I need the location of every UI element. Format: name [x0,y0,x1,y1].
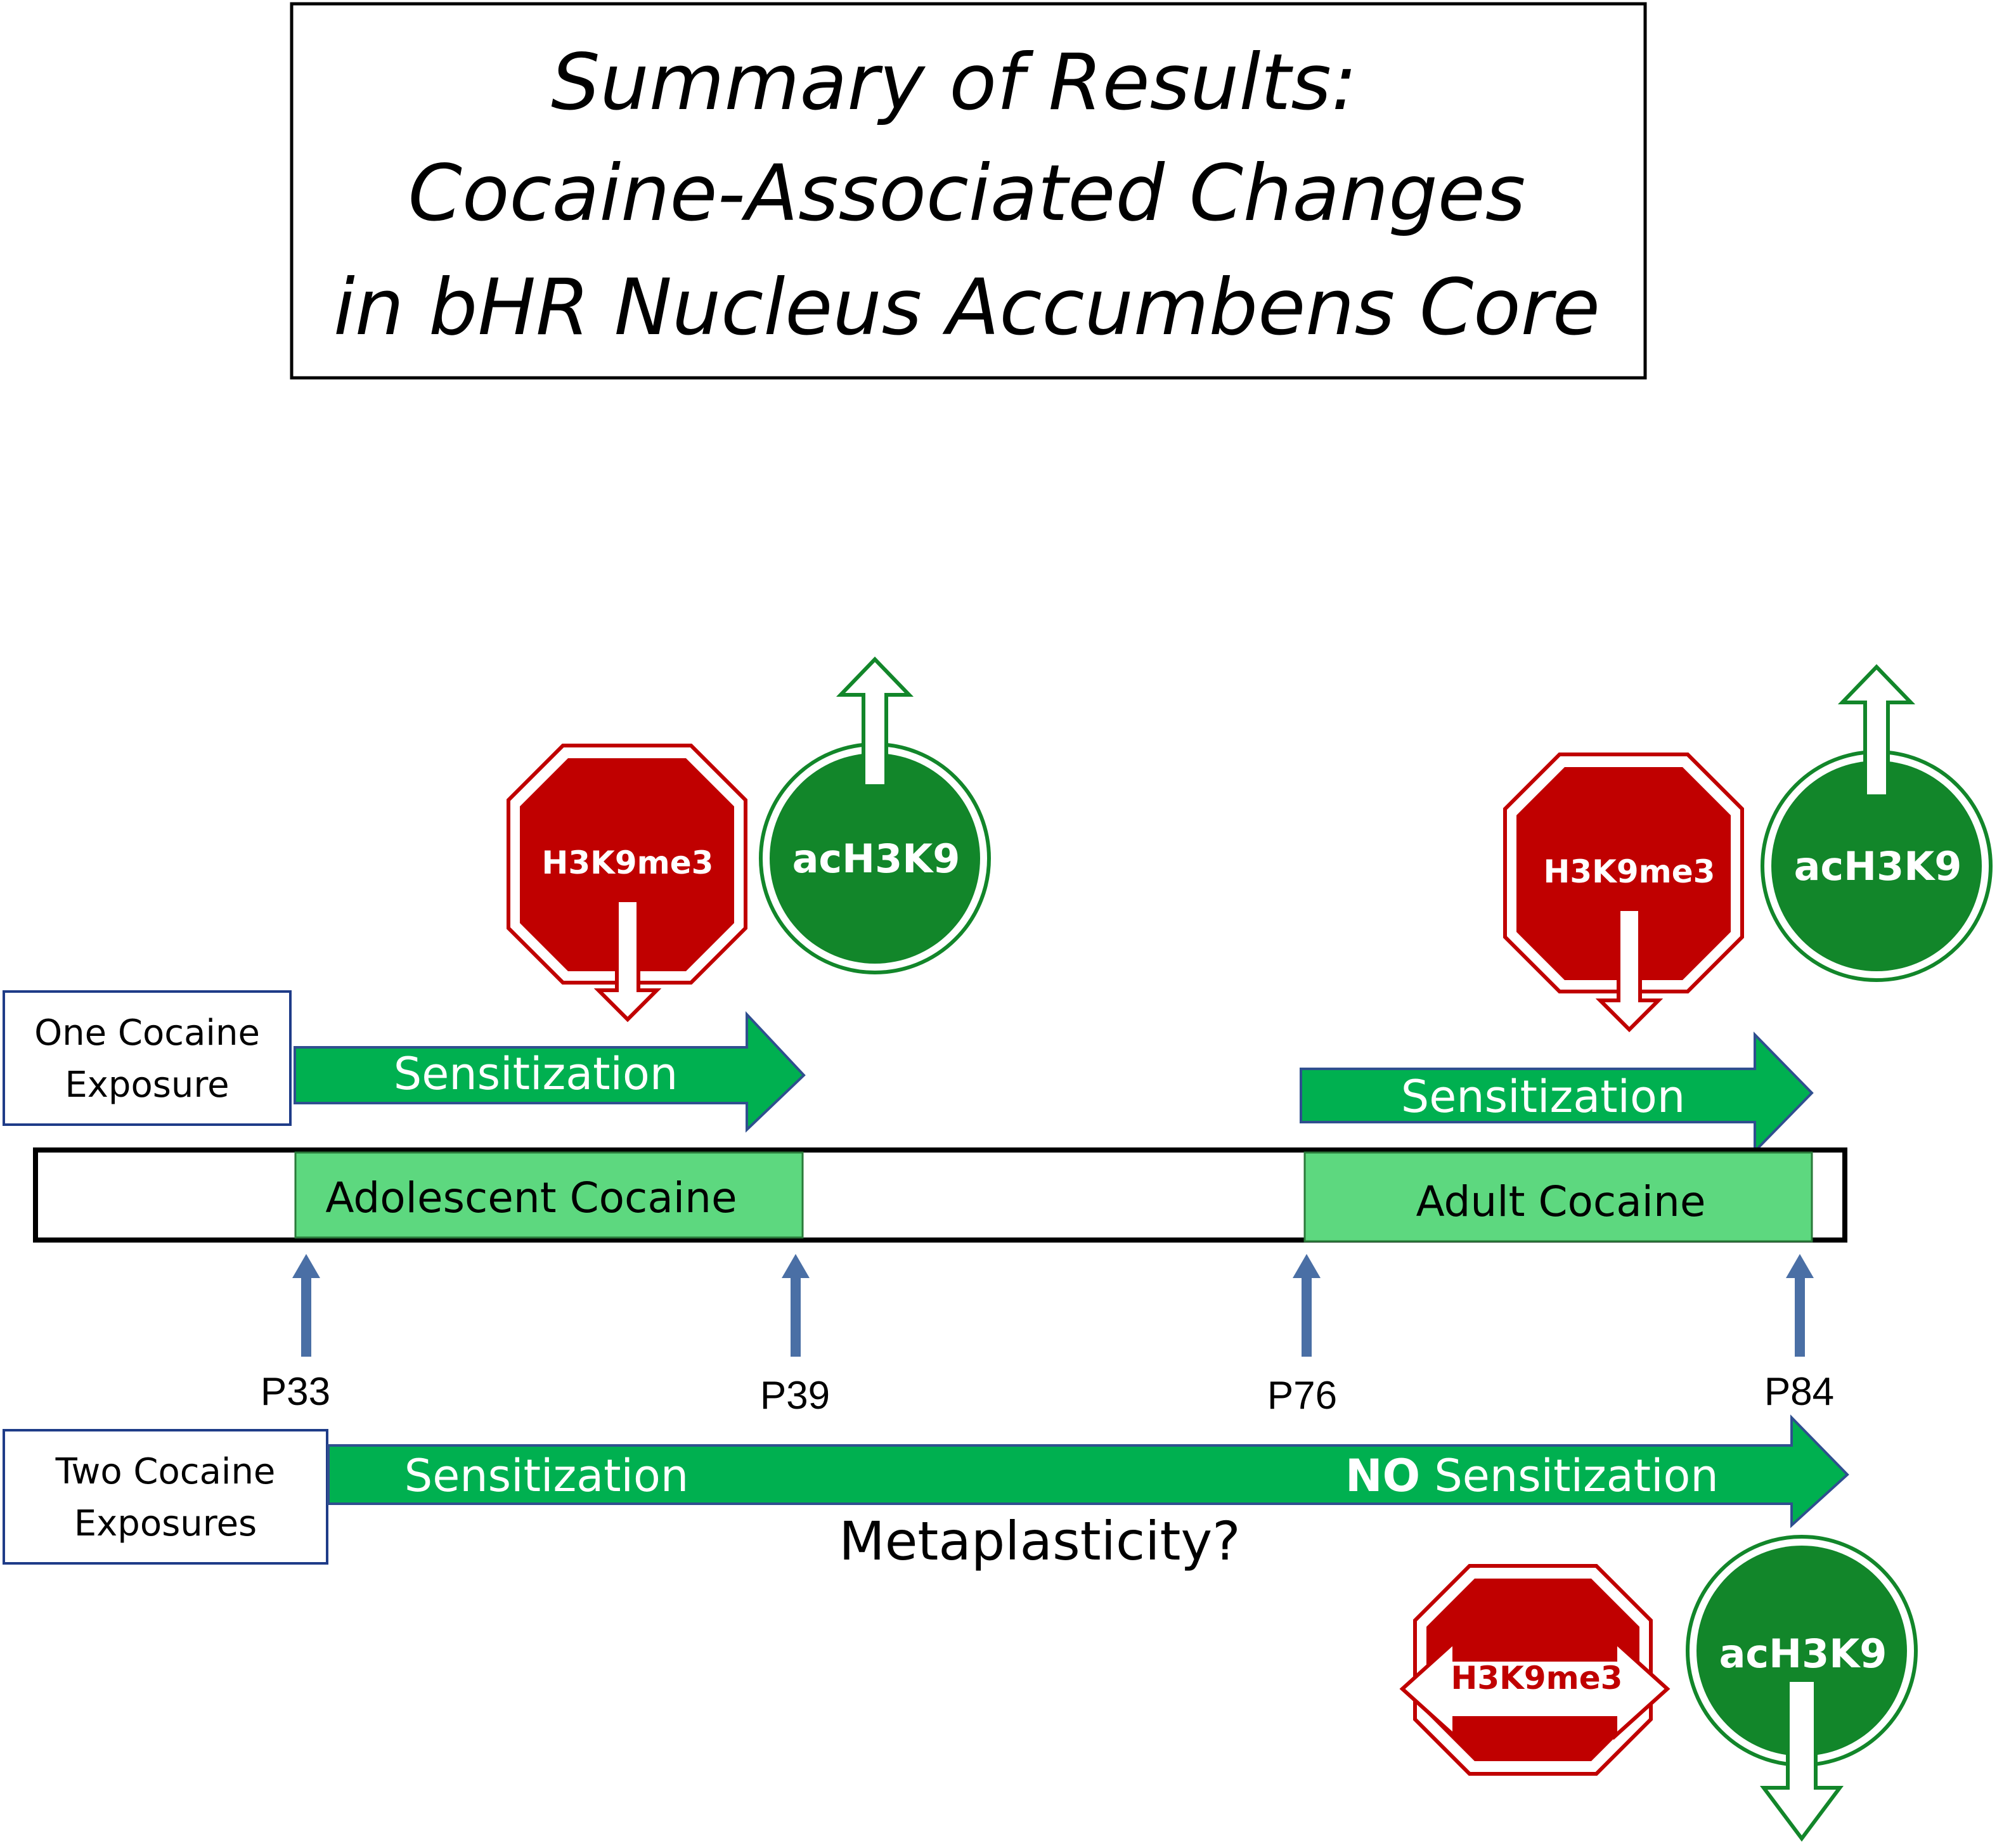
stop-sign-adult-label: H3K9me3 [1544,853,1716,890]
no-sensitization-suffix: Sensitization [1420,1450,1719,1502]
group-one-line-1: One Cocaine [34,1012,260,1054]
period-adolescent [294,1151,804,1239]
group-two-exposures: Two Cocaine Exposures [3,1429,328,1565]
no-sensitization-prefix: NO [1345,1450,1420,1502]
period-adult [1303,1151,1813,1243]
circle-adolescent: acH3K9 [759,656,991,974]
tick-label-p33: P33 [261,1370,330,1414]
circle-two: acH3K9 [1686,1535,1918,1842]
tick-label-p76: P76 [1267,1374,1337,1418]
up-arrow-icon [836,656,914,788]
tick-arrow-p39 [782,1254,810,1357]
group-two-box [3,1429,328,1565]
circle-adult: acH3K9 [1761,664,1993,982]
period-adult-label: Adult Cocaine [1416,1177,1706,1226]
circle-adolescent-label: acH3K9 [792,836,960,882]
stop-sign-two-label: H3K9me3 [1451,1660,1623,1696]
bidirectional-arrow-icon [1399,1638,1671,1740]
circle-two-label: acH3K9 [1719,1631,1887,1677]
stop-sign-two: H3K9me3 [1399,1564,1671,1776]
group-one-box [3,990,292,1126]
group-two-line-1: Two Cocaine [55,1451,276,1492]
tick-arrows [292,1254,1814,1357]
title-border [290,2,1647,380]
timeline: Adolescent Cocaine Adult Cocaine [33,1147,1847,1243]
stop-sign-adolescent-label: H3K9me3 [542,844,714,881]
no-sensitization-label: NO Sensitization [1345,1450,1719,1502]
tick-arrow-p76 [1293,1254,1321,1357]
sensitization-label-two-adolescent: Sensitization [404,1450,688,1502]
title-box: Summary of Results: Cocaine-Associated C… [290,2,1647,380]
stop-sign-adolescent: H3K9me3 [507,744,747,1023]
stop-sign-adult: H3K9me3 [1503,753,1744,1033]
circle-adult-label: acH3K9 [1794,843,1962,889]
sensitization-label-one-adult: Sensitization [1401,1071,1685,1123]
title-line-3: in bHR Nucleus Accumbens Core [333,262,1600,352]
tick-label-p84: P84 [1764,1370,1834,1414]
sensitization-arrow-one-adult: Sensitization [1300,1031,1814,1154]
tick-arrow-p33 [292,1254,320,1357]
up-arrow-icon [1837,664,1916,798]
period-adolescent-label: Adolescent Cocaine [325,1173,737,1222]
group-one-exposure: One Cocaine Exposure [3,990,292,1126]
title-line-1: Summary of Results: [551,37,1357,127]
down-arrow-icon [593,898,662,1023]
group-two-line-2: Exposures [74,1503,257,1544]
metaplasticity-question: Metaplasticity? [839,1510,1241,1572]
sensitization-arrow-two: Sensitization NO Sensitization [327,1414,1849,1528]
sensitization-label-one-adolescent: Sensitization [394,1048,678,1100]
down-arrow-icon [1760,1678,1844,1842]
sensitization-arrow-one-adolescent: Sensitization [294,1011,806,1133]
title-line-2: Cocaine-Associated Changes [408,148,1526,238]
tick-label-p39: P39 [760,1374,830,1418]
down-arrow-icon [1595,907,1664,1033]
tick-arrow-p84 [1786,1254,1814,1357]
group-one-line-2: Exposure [65,1064,229,1106]
